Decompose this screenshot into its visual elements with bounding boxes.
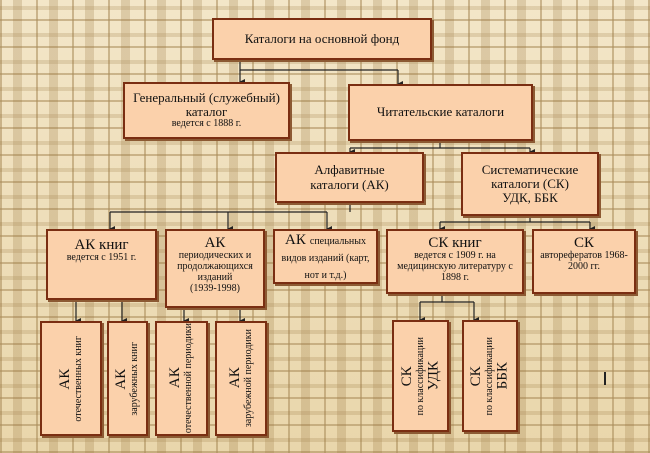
ak-domestic-periodicals-box: АК отечественной периодики [155,321,208,436]
sk-bbk-code: ББК [494,362,511,390]
root-box: Каталоги на основной фонд [212,18,432,60]
ak-periodicals-box: АК периодических и продолжающихся издани… [165,229,265,308]
ak-special-title: АК [285,231,306,248]
ak-books-box: АК книг ведется с 1951 г. [46,229,157,300]
ak-periodicals-note: периодических и продолжающихся изданий [177,250,253,283]
ak-foreign-periodicals-box: АК зарубежной периодики [215,321,267,436]
reader-catalogs-box: Читательские каталоги [348,84,533,141]
sk-bbk-title: СК [468,366,484,387]
ak-foreign-books-note: зарубежных книг [129,341,141,416]
sk-udc-code: УДК [424,361,441,391]
systematic-catalogs-box: Систематические каталоги (СК) УДК, ББК [461,152,599,216]
general-catalog-note: ведется с 1888 г. [171,118,242,130]
sk-bbk-box: СК по классификации ББК [462,320,518,432]
ak-domestic-books-title: АК [56,368,73,389]
ak-domestic-books-box: АК отечественных книг [40,321,102,436]
ak-domestic-periodicals-note: отечественной периодики [183,323,195,434]
general-catalog-label: Генеральный (служебный) каталог [133,90,280,120]
ak-domestic-books-note: отечественных книг [72,335,84,422]
sk-abstracts-box: СК авторефератов 1968-2000 гг. [532,229,636,294]
sk-udc-note: по классификации [414,336,426,416]
sk-books-box: СК книг ведется с 1909 г. на медицинскую… [386,229,524,294]
systematic-catalogs-label: Систематические каталоги (СК) [481,161,579,191]
ak-special-box: АК специальных видов изданий (карт, нот … [273,229,378,284]
sk-books-note: ведется с 1909 г. на медицинскую литерат… [397,250,513,283]
sk-abstracts-title: СК [573,235,594,251]
systematic-catalogs-label2: УДК, ББК [502,190,558,206]
ak-special-note: специальных видов изданий (карт, нот и т… [281,235,370,282]
alphabetical-catalogs-label: Алфавитные каталоги (АК) [310,162,389,192]
ak-foreign-periodicals-note: зарубежной периодики [242,329,254,428]
ak-books-note: ведется с 1951 г. [66,252,137,264]
ak-periodicals-years: (1939-1998) [190,282,240,294]
ak-books-title: АК книг [74,237,129,253]
alphabetical-catalogs-box: Алфавитные каталоги (АК) [275,152,424,203]
sk-abstracts-note: авторефератов 1968-2000 гг. [540,250,628,272]
ak-foreign-periodicals-title: АК [226,368,243,389]
general-catalog-box: Генеральный (служебный) каталог ведется … [123,82,290,139]
reader-catalogs-label: Читательские каталоги [376,104,505,120]
tick-mark [604,372,606,385]
sk-udc-box: СК по классификации УДК [392,320,449,432]
ak-foreign-books-box: АК зарубежных книг [107,321,148,436]
ak-periodicals-title: АК [204,235,226,251]
sk-books-title: СК книг [428,235,482,251]
ak-foreign-books-title: АК [113,368,130,389]
ak-domestic-periodicals-title: АК [167,368,184,389]
sk-udc-title: СК [398,366,415,387]
root-label: Каталоги на основной фонд [244,30,400,46]
